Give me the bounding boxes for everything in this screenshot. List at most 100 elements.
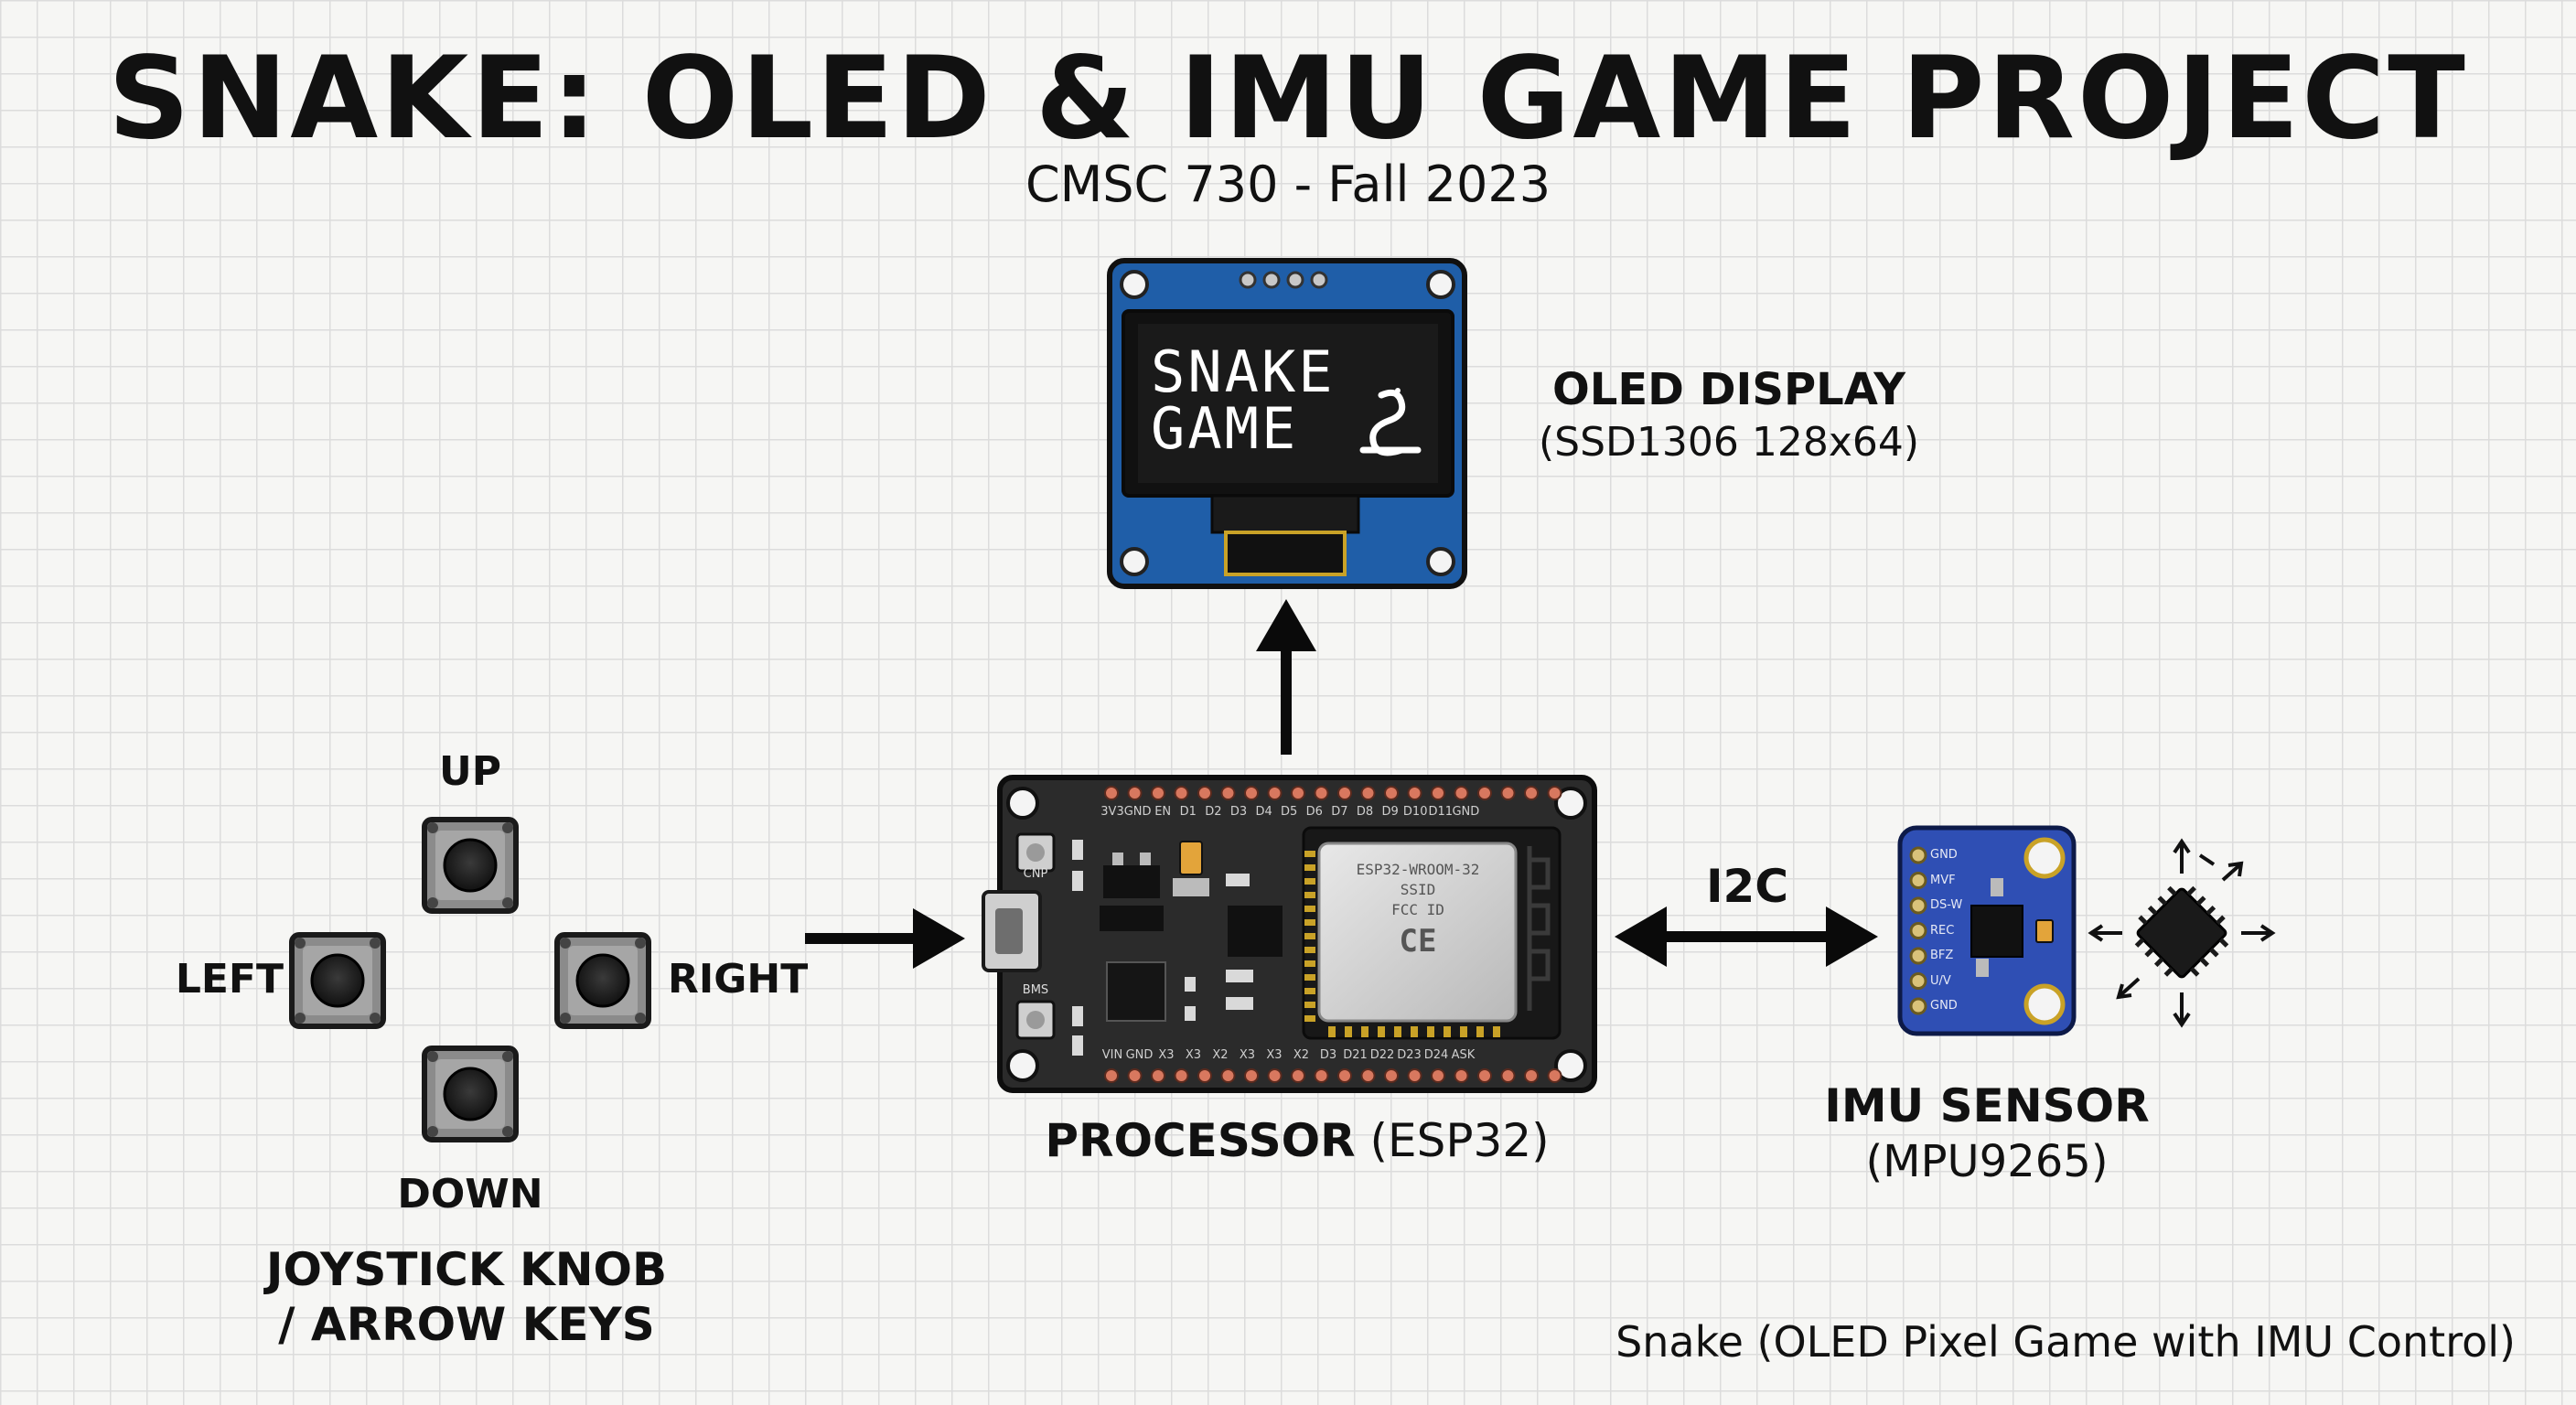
tactile-button-down[interactable] (422, 1046, 519, 1142)
oled-screen-text: SNAKE GAME (1151, 344, 1352, 457)
wroom-pad (1304, 892, 1315, 898)
esp32-top-pin (1500, 786, 1516, 800)
wroom-pad (1460, 1026, 1467, 1037)
esp32-top-pin-label: D8 (1356, 805, 1374, 819)
esp32-board (982, 775, 1597, 1093)
esp32-top-pin-label: D6 (1305, 805, 1323, 819)
imu-pin-label: GND (1930, 999, 1958, 1013)
oled-module (1107, 258, 1467, 589)
tactile-button-left[interactable] (289, 932, 386, 1029)
esp32-bottom-pin (1454, 1068, 1469, 1083)
esp32-top-pin-row (1104, 786, 1562, 800)
esp32-top-pin (1151, 786, 1165, 800)
wroom-pad (1304, 933, 1315, 939)
esp32-top-pin-label: GND (1452, 805, 1480, 819)
esp32-bottom-pin-label: D21 (1343, 1048, 1368, 1062)
tactile-button-right[interactable] (554, 932, 651, 1029)
esp32-top-pin-label: D10 (1402, 805, 1428, 819)
controls-title-line2: / ARROW KEYS (278, 1298, 655, 1351)
wroom-pad (1304, 947, 1315, 953)
esp32-bottom-pin (1500, 1068, 1516, 1083)
arrow-to-processor (805, 908, 965, 969)
esp32-bottom-pin-label: X3 (1158, 1048, 1175, 1062)
esp32-top-pin (1384, 786, 1399, 800)
wroom-pad (1493, 1026, 1500, 1037)
esp32-bottom-pin (1337, 1068, 1352, 1083)
esp32-top-pin (1174, 786, 1189, 800)
esp32-bottom-pin-label: VIN (1101, 1048, 1123, 1062)
wroom-pad (1394, 1026, 1401, 1037)
esp32-top-pin-label: D5 (1281, 805, 1298, 819)
control-label-up: UP (439, 748, 501, 795)
footer-caption: Snake (OLED Pixel Game with IMU Control) (1615, 1317, 2516, 1367)
esp32-top-pin-label: D3 (1229, 805, 1248, 819)
controls-title-line1: JOYSTICK KNOB (265, 1243, 668, 1296)
wroom-pad (1328, 1026, 1336, 1037)
oled-label: OLED DISPLAY (1551, 364, 1906, 415)
esp32-bottom-pin (1104, 1068, 1119, 1083)
esp32-top-pin-label: D9 (1381, 805, 1399, 819)
esp32-bottom-pin (1291, 1068, 1305, 1083)
imu-pin (1909, 896, 1927, 915)
wroom-pad (1304, 988, 1315, 994)
wroom-pad (1378, 1026, 1385, 1037)
wroom-pad (1304, 864, 1315, 871)
page-subtitle: CMSC 730 - Fall 2023 (1025, 156, 1551, 213)
esp32-top-pin-label: 3V3 (1100, 805, 1124, 819)
imu-pin-label: MVF (1930, 873, 1956, 887)
wroom-pad (1411, 1026, 1418, 1037)
wroom-pad (1444, 1026, 1451, 1037)
processor-label: PROCESSOR (ESP32) (1000, 1114, 1594, 1167)
esp32-bottom-pin-label: X2 (1212, 1048, 1229, 1062)
wroom-pad (1304, 960, 1315, 967)
esp32-bottom-pin (1431, 1068, 1445, 1083)
i2c-label: I2C (1705, 860, 1789, 913)
tactile-button-up[interactable] (422, 817, 519, 914)
esp32-top-pin-label: D7 (1331, 805, 1348, 819)
esp32-top-pin (1524, 786, 1539, 800)
esp32-top-pin (1127, 786, 1143, 800)
wroom-pad (1427, 1026, 1434, 1037)
esp32-bottom-pin (1244, 1068, 1259, 1083)
esp32-bottom-pin (1314, 1068, 1329, 1083)
wroom-pad (1304, 1015, 1315, 1022)
oled-screen-line2: GAME (1151, 395, 1299, 462)
esp32-bottom-pin-label: X3 (1266, 1048, 1283, 1062)
control-label-down: DOWN (397, 1171, 543, 1217)
esp32-top-pin (1291, 786, 1305, 800)
esp32-bottom-pin-label: D23 (1397, 1048, 1422, 1062)
esp32-bottom-pin-label: X2 (1293, 1048, 1310, 1062)
wroom-chip-line4: CE (1399, 923, 1437, 960)
imu-pin (1909, 922, 1927, 939)
esp32-bottom-pin-label: D22 (1369, 1048, 1395, 1062)
esp32-top-pin (1547, 786, 1562, 800)
control-label-left: LEFT (175, 956, 284, 1003)
wroom-pad (1476, 1026, 1484, 1037)
esp32-wroom-module (1302, 826, 1562, 1040)
arrow-to-oled (1256, 599, 1316, 755)
wroom-pad (1304, 1002, 1315, 1008)
esp32-top-pin-label: D4 (1255, 805, 1272, 819)
esp32-bottom-pin-label: X3 (1185, 1048, 1202, 1062)
esp32-top-pin-label: D1 (1179, 805, 1197, 819)
esp32-top-pin-label: EN (1154, 805, 1172, 819)
esp32-bottom-pin-label: D3 (1319, 1048, 1337, 1062)
wroom-pad (1304, 906, 1315, 912)
imu-model: (MPU9265) (1865, 1136, 2109, 1187)
imu-pin-label: BFZ (1930, 949, 1954, 962)
wroom-pad (1345, 1026, 1352, 1037)
imu-pin (1909, 846, 1927, 864)
snake-icon (1359, 388, 1422, 456)
esp32-bottom-pin (1220, 1068, 1236, 1083)
esp32-top-pin (1267, 786, 1283, 800)
imu-chip-motion-icon (2088, 838, 2276, 1028)
esp32-top-pin (1104, 786, 1119, 800)
esp32-top-pin (1197, 786, 1212, 800)
esp32-top-pin (1407, 786, 1422, 800)
imu-pin-label: REC (1930, 923, 1955, 938)
esp32-bottom-pin (1547, 1068, 1562, 1083)
processor-model: (ESP32) (1369, 1114, 1550, 1167)
esp32-top-pin (1244, 786, 1259, 800)
oled-header-pins (1239, 271, 1328, 289)
